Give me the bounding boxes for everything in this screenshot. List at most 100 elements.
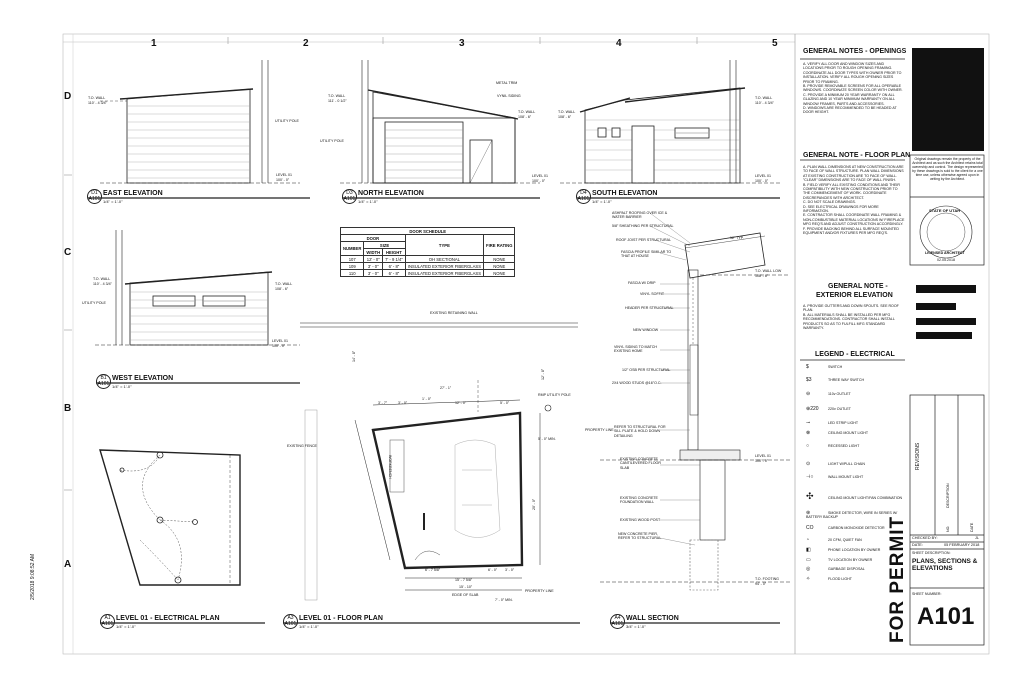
wall-section-drawing <box>600 212 790 591</box>
elevation-value: 108' - 6" <box>518 115 532 119</box>
elevation-label: LEVEL 01 <box>755 174 772 178</box>
view-title: LEVEL 01 - FLOOR PLAN <box>299 615 383 622</box>
section-callout: HEADER PER STRUCTURAL <box>625 306 674 310</box>
wall-light-icon: ⊣○ <box>806 474 814 480</box>
stamp-text: LICENSED ARCHITECT <box>925 251 965 255</box>
plot-timestamp: 2/5/2018 9:08:52 AM <box>30 553 36 600</box>
sheet-number-label: SHEET NUMBER: <box>912 592 942 596</box>
elevation-label: LEVEL 01 <box>272 339 289 343</box>
header-cell: FIRE RATING <box>483 234 516 256</box>
notes-floor-title: GENERAL NOTE - FLOOR PLAN <box>803 152 911 159</box>
dimension: 15' - 7 5/8" <box>455 578 473 582</box>
view-scale: 1/4" = 1'-0" <box>358 199 378 204</box>
legend-title: LEGEND - ELECTRICAL <box>815 351 895 358</box>
view-title: EAST ELEVATION <box>103 190 163 197</box>
elevation-label: LEVEL 01 <box>755 454 772 458</box>
row-letter: D <box>64 91 72 102</box>
floor-plan-drawing <box>300 322 578 601</box>
note-label: METAL TRIM <box>496 81 518 85</box>
rev-column: DESCRIPTION <box>946 483 950 508</box>
dimension: 6' - 7 5/8" <box>425 568 441 572</box>
row-letter: A <box>64 559 72 570</box>
south-elevation-drawing <box>560 60 780 184</box>
three-way-switch-icon: $3 <box>806 377 812 383</box>
elevation-value: 100' - 0" <box>532 179 546 183</box>
redacted-text <box>916 332 972 339</box>
legend-item: ○RECESSED LIGHT <box>806 443 860 449</box>
legend-item: ◧PHONE LOCATION BY OWNER <box>806 547 881 553</box>
section-callout: 2X4 WOOD STUDS @16"O.C. <box>612 381 662 385</box>
note-label: UTILITY POLE <box>320 139 344 143</box>
view-scale: 1/4" = 1'-0" <box>592 199 612 204</box>
dimension: 15' - 10" <box>459 585 473 589</box>
header-cell: WIDTH <box>363 248 384 256</box>
note-label: UTILITY POLE <box>275 119 299 123</box>
redacted-text <box>916 303 956 310</box>
elevation-label: T.O. WALL <box>518 110 536 114</box>
elevation-value: 108' - 6" <box>755 274 769 278</box>
view-title: SOUTH ELEVATION <box>592 190 658 197</box>
section-callout: NEW CONCRETE PIER, REFER TO STRUCTURAL <box>618 532 662 541</box>
section-callout: 5/8" SHEATHING PER STRUCTURAL <box>612 224 674 228</box>
outlet-220-icon: ⊕220 <box>806 406 819 412</box>
smoke-detector-icon: ⊛ <box>806 510 811 516</box>
date-label: DATE: <box>912 543 923 547</box>
view-title: NORTH ELEVATION <box>358 190 424 197</box>
notes-exterior-list: A. PROVIDE GUTTERS AND DOWN SPOUTS. SEE … <box>803 304 899 331</box>
elevation-value: 100' - 0" <box>755 179 769 183</box>
plan-label: EDGE OF SLAB <box>452 593 479 597</box>
elevation-label: T.O. WALL <box>328 94 346 98</box>
column-number: 4 <box>616 38 622 49</box>
switch-icon: $ <box>806 364 809 370</box>
elevation-value: 111' - 0 1/2" <box>328 99 347 103</box>
view-title: WALL SECTION <box>626 615 679 622</box>
dimension: 3' - 0" <box>398 401 408 405</box>
legend-item: ⊙LIGHT W/PULL CHAIN <box>806 461 865 467</box>
co-detector-icon: CO <box>806 525 814 531</box>
elevation-label: T.O. WALL <box>93 277 111 281</box>
light-fan-icon: ✣ <box>806 491 814 501</box>
redacted-text <box>916 318 976 325</box>
stamp-date: 02.05.2018 <box>937 258 955 262</box>
view-scale: 1/4" = 1'-0" <box>103 199 123 204</box>
dimension: 1' - 0" <box>422 397 432 401</box>
section-callout: ASHPALT ROOFING OVER ICE & WATER BARRIER <box>612 211 668 220</box>
column-number: 3 <box>459 38 465 49</box>
ownership-note: Original drawings remain the property of… <box>912 157 983 181</box>
section-callout: VINYL SOFFIT <box>640 292 665 296</box>
disposal-icon: ◎ <box>806 566 811 572</box>
ceiling-light-icon: ⊗ <box>806 430 811 436</box>
sheet-number: A101 <box>917 603 975 630</box>
legend-item: $SWITCH <box>806 364 843 370</box>
section-callout: 1/2" OSB PER STRUCTURAL <box>622 368 671 372</box>
redacted-logo <box>912 48 984 151</box>
legend-item: ⊸LED STRIP LIGHT <box>806 420 859 426</box>
date-value: 05 FEBRUARY 2018 <box>944 543 980 547</box>
legend-item: ⊗CEILING MOUNT LIGHT <box>806 430 869 436</box>
section-callout: FASCIA PROFILE SIMILAR TO THAT AT HOUSE <box>621 250 672 259</box>
header-cell: NUMBER <box>339 241 365 256</box>
slope-label: 12" TYP. <box>730 236 744 240</box>
elevation-label: LEVEL 01 <box>532 174 549 178</box>
dimension: 3' - 0" <box>505 568 515 572</box>
legend-item: ⊖110v OUTLET <box>806 391 851 397</box>
plan-label: WORKBENCH <box>388 455 392 479</box>
elevation-label: T.O. FOOTING <box>755 577 779 581</box>
column-number: 2 <box>303 38 309 49</box>
section-callout: ROOF JOIST PER STRUCTURAL <box>616 238 672 242</box>
plan-label: 5' - 0" MIN. <box>538 437 556 441</box>
dimension: 12' - 0" <box>455 401 467 405</box>
